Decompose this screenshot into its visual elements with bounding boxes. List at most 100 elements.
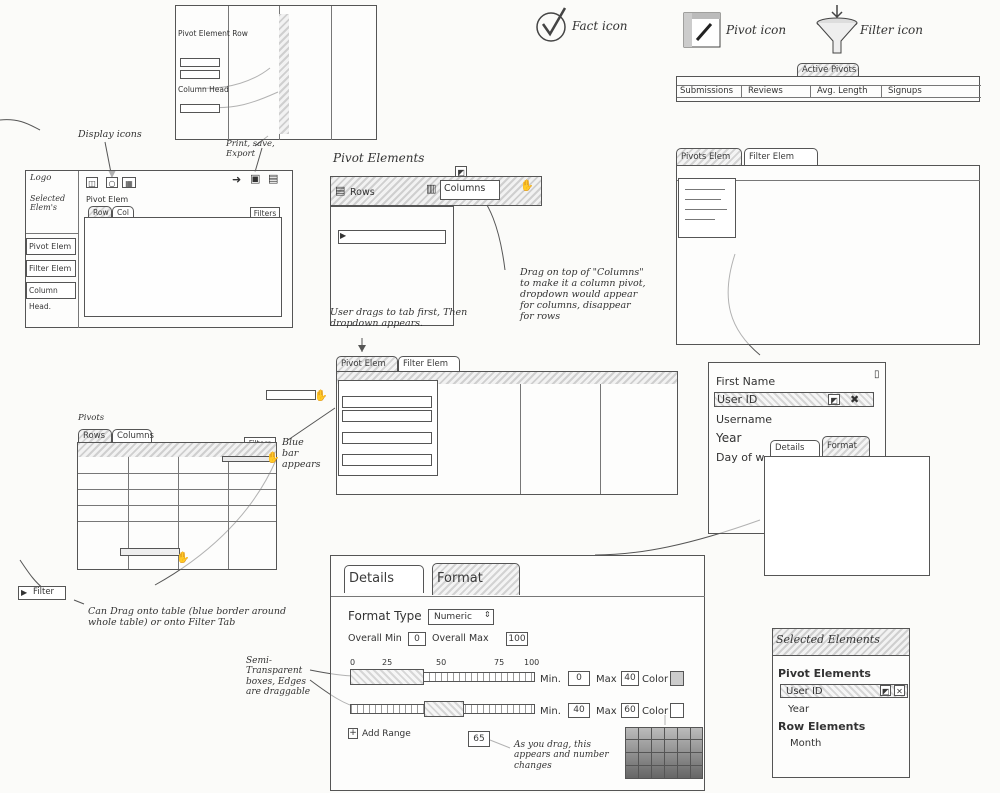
display-icon-2[interactable]: ○	[106, 177, 118, 188]
drag-dropdown-item-4[interactable]	[342, 454, 432, 466]
top-row-field-1[interactable]	[180, 58, 220, 67]
display-icons-note: Display icons	[78, 129, 142, 140]
format-type-value: Numeric	[434, 612, 472, 622]
drag-dropdown-item-2[interactable]	[342, 410, 432, 422]
pivots-drop-bar	[120, 548, 180, 556]
sidebar-column-head[interactable]: Column Head.	[26, 282, 76, 311]
pivots-drop-hand-icon: ✋	[176, 551, 190, 564]
active-pivot-avg-length[interactable]: Avg. Length	[817, 86, 868, 96]
rows-label[interactable]: Rows	[350, 187, 375, 198]
display-icon-3[interactable]: ▦	[122, 177, 136, 188]
semi-transparent-note: Semi-Transparent boxes, Edges are dragga…	[246, 656, 311, 698]
field-user-id-filter-icon[interactable]: ✖	[850, 393, 860, 406]
filter-icon	[816, 5, 858, 54]
blue-bar-note: Blue bar appears	[282, 437, 321, 470]
pivot-icon-label: Pivot icon	[726, 23, 787, 37]
export-icon[interactable]: ▤	[268, 172, 279, 185]
display-icon-1[interactable]: ◫	[86, 177, 98, 188]
active-pivots-bar	[676, 76, 981, 102]
selected-month[interactable]: Month	[790, 738, 822, 749]
active-pivot-reviews[interactable]: Reviews	[748, 86, 783, 96]
field-format-tab[interactable]: Format	[822, 436, 870, 456]
color-picker-grid[interactable]	[625, 727, 703, 779]
field-first-name[interactable]: First Name	[716, 375, 776, 388]
pivot-row-dropdown[interactable]	[338, 230, 446, 244]
scale-tick-75: 75	[494, 658, 505, 667]
drag-hand-icon: ✋	[520, 179, 534, 192]
format-details-tab[interactable]: Details	[344, 565, 424, 593]
overall-min-field[interactable]: 0	[408, 632, 426, 646]
field-username[interactable]: Username	[716, 413, 773, 426]
field-user-id-pivot-icon[interactable]: ◩	[828, 394, 840, 405]
overall-max-label: Overall Max	[432, 633, 489, 644]
range-1-color-swatch[interactable]	[670, 671, 684, 686]
top-column-field[interactable]	[180, 104, 220, 113]
selected-user-id-row[interactable]	[780, 684, 908, 698]
selected-user-id: User ID	[786, 686, 823, 697]
columns-pivot-icon[interactable]: ◩	[455, 166, 467, 177]
main-row-tab[interactable]: Row	[88, 206, 112, 217]
top-column-head-label: Column Head	[178, 85, 229, 94]
sidebar-pivot-elem[interactable]: Pivot Elem	[26, 238, 76, 255]
field-user-id: User ID	[717, 393, 758, 406]
columns-tab[interactable]	[440, 180, 500, 200]
filter-icon-label: Filter icon	[860, 23, 923, 37]
range-2-color-swatch[interactable]	[670, 703, 684, 718]
sidebar-filter-elem[interactable]: Filter Elem	[26, 260, 76, 277]
fact-icon-label: Fact icon	[572, 19, 628, 33]
overall-max-field[interactable]: 100	[506, 632, 528, 646]
add-range-icon[interactable]: +	[348, 728, 358, 739]
row-elements-heading: Row Elements	[778, 720, 866, 733]
pivot-elements-title: Pivot Elements	[333, 151, 425, 165]
drag-dropdown-item-3[interactable]	[342, 432, 432, 444]
range-1-min-field[interactable]: 0	[568, 671, 590, 686]
active-pivot-signups[interactable]: Signups	[888, 86, 922, 96]
print-icon[interactable]: ➜	[232, 173, 242, 186]
pivot-row-arrow-icon: ▶	[340, 231, 347, 240]
can-drag-note: Can Drag onto table (blue border around …	[88, 606, 287, 628]
format-type-select[interactable]	[428, 609, 494, 625]
format-format-tab[interactable]: Format	[432, 563, 520, 595]
right-pivots-elem-tab[interactable]: Pivots Elem	[676, 148, 742, 165]
drag-pivot-elem-tab[interactable]: Pivot Elem	[336, 356, 398, 371]
drag-cursor-icon: ✋	[314, 389, 328, 402]
add-range-label[interactable]: Add Range	[362, 729, 411, 739]
pivots-rows-tab[interactable]: Rows	[78, 429, 112, 442]
active-pivots-tab[interactable]: Active Pivots	[797, 63, 859, 76]
active-pivot-submissions[interactable]: Submissions	[680, 86, 734, 96]
format-type-stepper-icon[interactable]: ⇕	[484, 610, 491, 619]
selected-user-id-pivot-icon[interactable]: ◩	[880, 685, 891, 696]
print-save-export-note: Print, save, Export	[226, 139, 275, 159]
range-2-max-field[interactable]: 60	[621, 703, 639, 718]
save-icon[interactable]: ▣	[250, 172, 261, 185]
pivots-columns-tab[interactable]: Columns	[112, 429, 154, 442]
range-1-box[interactable]	[350, 669, 424, 685]
selected-year[interactable]: Year	[788, 704, 810, 715]
dragged-chip[interactable]	[266, 390, 316, 400]
pivot-elements-heading: Pivot Elements	[778, 667, 871, 680]
pivot-elem-title: Pivot Elem	[86, 195, 129, 204]
range-1-min-label: Min.	[540, 674, 561, 685]
main-col-tab[interactable]: Col	[112, 206, 134, 217]
top-row-field-2[interactable]	[180, 70, 220, 79]
range-1-max-label: Max	[596, 674, 617, 685]
drag-dropdown-item-1[interactable]	[342, 396, 432, 408]
filter-chip[interactable]	[18, 586, 66, 600]
top-pivot-element-row-label: Pivot Element Row	[178, 29, 248, 38]
field-details-tab[interactable]: Details	[770, 440, 820, 456]
field-list-scroll-icon[interactable]: ▯	[874, 369, 880, 380]
pivots-blue-bar	[222, 456, 272, 462]
field-day-of-week[interactable]: Day of w	[716, 451, 765, 464]
selected-elems-label: Selected Elem's	[30, 194, 66, 213]
range-2-box[interactable]	[424, 701, 464, 717]
drag-filter-elem-tab[interactable]: Filter Elem	[398, 356, 460, 371]
pivot-elements-sketch	[330, 206, 454, 326]
field-year[interactable]: Year	[716, 431, 742, 445]
range-2-min-field[interactable]: 40	[568, 703, 590, 718]
overall-min-label: Overall Min	[348, 633, 402, 644]
selected-user-id-remove-icon[interactable]: ✕	[894, 685, 905, 696]
range-1-max-field[interactable]: 40	[621, 671, 639, 686]
user-drags-note: User drags to tab first, Then dropdown a…	[330, 307, 468, 329]
right-dropdown-list	[678, 178, 736, 238]
right-filter-elem-tab[interactable]: Filter Elem	[744, 148, 818, 165]
